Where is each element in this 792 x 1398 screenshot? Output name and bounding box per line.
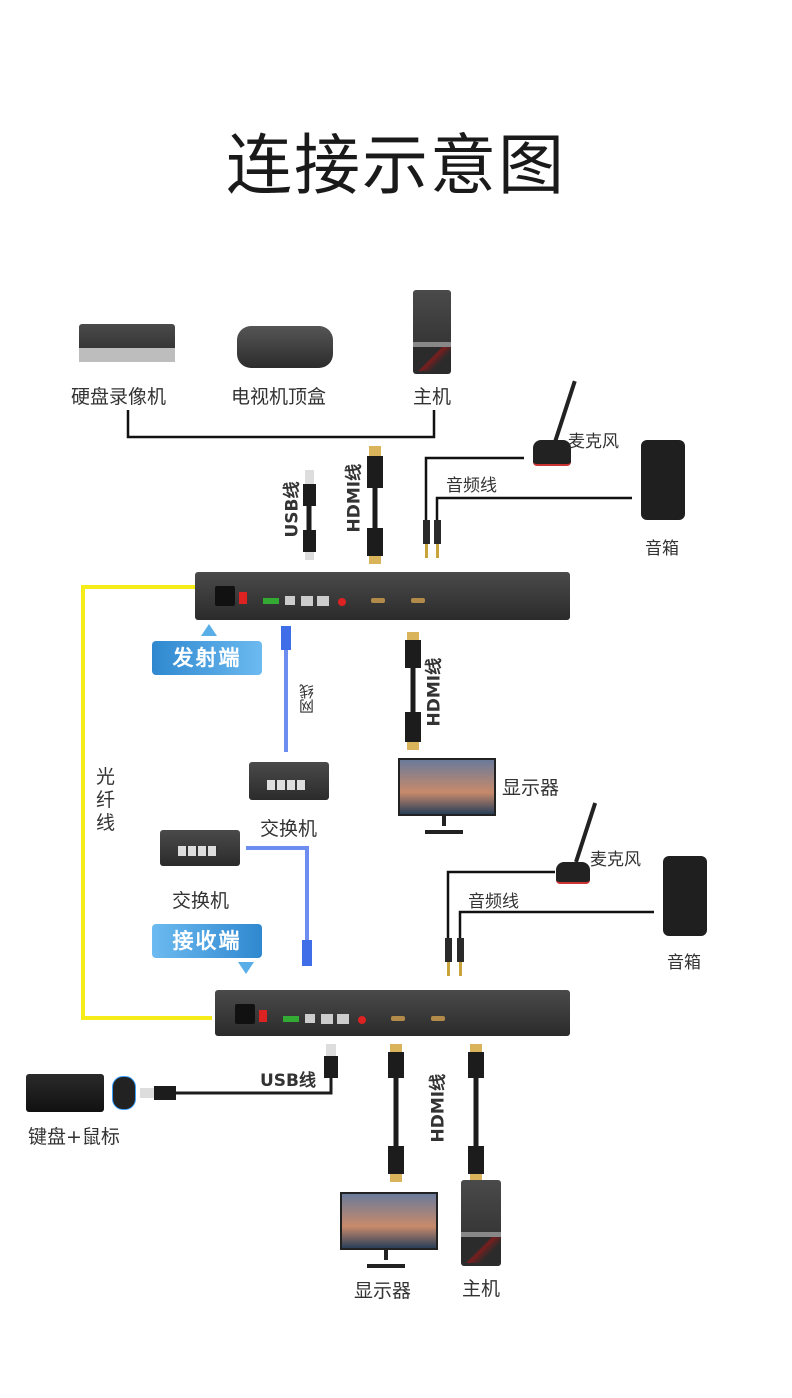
nvr-device-icon xyxy=(79,324,175,362)
monitor-icon-2 xyxy=(340,1192,438,1250)
mouse-icon xyxy=(112,1076,136,1110)
host-label-2: 主机 xyxy=(462,1278,501,1300)
monitor-icon-1 xyxy=(398,758,496,816)
keyboard-mouse-label: 键盘+鼠标 xyxy=(28,1126,120,1148)
transmitter-arrow-icon xyxy=(201,624,217,636)
transmitter-device xyxy=(195,572,570,620)
monitor-label-2: 显示器 xyxy=(354,1280,412,1302)
audio-cable-mic-top xyxy=(424,456,524,520)
switch-icon-1 xyxy=(249,762,329,800)
audio-cable-speaker-top xyxy=(435,496,632,520)
usb-cable-label-bottom: USB线 xyxy=(260,1071,317,1091)
hdmi-cable-label-bottom: HDMI线 xyxy=(428,1073,449,1143)
audio-cable-label-bottom: 音频线 xyxy=(468,892,519,912)
speaker-label-bottom: 音箱 xyxy=(667,953,701,973)
nvr-label: 硬盘录像机 xyxy=(71,386,167,408)
microphone-icon-bottom xyxy=(556,862,590,884)
fiber-label: 光纤线 xyxy=(96,766,116,834)
usb-cable-bottom xyxy=(175,1078,333,1095)
speaker-label-top: 音箱 xyxy=(645,539,679,559)
host-pc-icon xyxy=(413,290,451,374)
network-cable-label: 网线 xyxy=(298,684,316,714)
monitor-stand-1 xyxy=(425,814,463,834)
hdmi-plug-top xyxy=(369,446,381,456)
rj45-connector-top xyxy=(281,626,291,650)
fiber-cable xyxy=(81,585,212,1020)
rj45-connector-bottom xyxy=(302,940,312,966)
switch-icon-2 xyxy=(160,830,240,866)
keyboard-icon xyxy=(26,1074,104,1112)
receiver-badge: 接收端 xyxy=(152,924,262,958)
speaker-icon-bottom xyxy=(663,856,707,936)
monitor-stand-2 xyxy=(367,1248,405,1268)
monitor-label-1: 显示器 xyxy=(502,777,560,799)
microphone-label-top: 麦克风 xyxy=(568,432,619,452)
receiver-arrow-icon xyxy=(238,962,254,974)
host-label: 主机 xyxy=(413,386,452,408)
settop-box-label: 电视机顶盒 xyxy=(231,386,327,408)
transmitter-badge: 发射端 xyxy=(152,641,262,675)
hdmi-cable-label-top: HDMI线 xyxy=(344,463,365,533)
hdmi-cable-label-monitor: HDMI线 xyxy=(424,657,445,727)
speaker-icon-top xyxy=(641,440,685,520)
switch-label-2: 交换机 xyxy=(172,890,230,912)
audio-cable-mic-bottom xyxy=(446,870,555,940)
network-cable-bottom xyxy=(246,846,309,945)
host-pc-icon-2 xyxy=(461,1180,501,1266)
receiver-device xyxy=(215,990,570,1036)
settop-box-icon xyxy=(237,326,333,368)
microphone-icon-top xyxy=(533,440,571,466)
usb-plug-top xyxy=(305,470,314,484)
microphone-label-bottom: 麦克风 xyxy=(590,850,641,870)
audio-cable-speaker-bottom xyxy=(458,910,654,940)
source-bracket-line xyxy=(126,410,436,439)
page-title: 连接示意图 xyxy=(226,127,566,204)
switch-label-1: 交换机 xyxy=(260,818,318,840)
audio-cable-label-top: 音频线 xyxy=(446,476,497,496)
usb-cable-label-top: USB线 xyxy=(282,481,303,538)
